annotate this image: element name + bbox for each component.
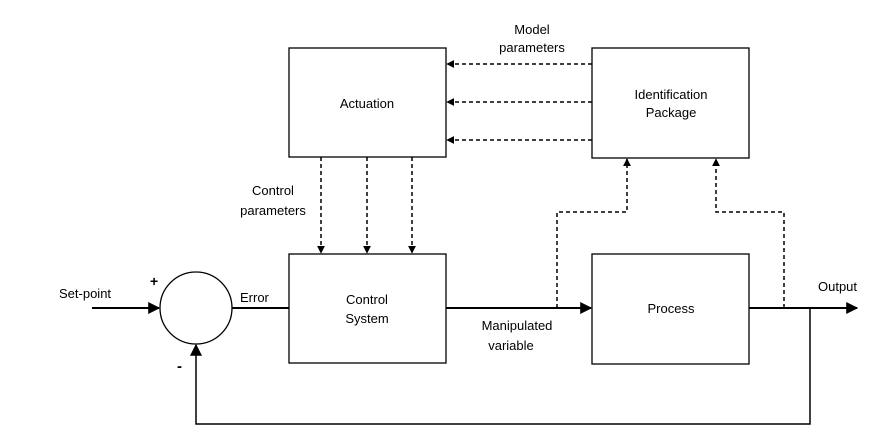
control-parameters-label-line1: Control xyxy=(252,183,294,198)
identification-label-line1: Identification xyxy=(635,87,708,102)
identification-label-line2: Package xyxy=(646,105,697,120)
feedback-arrow xyxy=(190,308,811,425)
minus-sign: - xyxy=(177,358,182,375)
control-system-block xyxy=(288,253,447,364)
control-system-label-line1: Control xyxy=(346,292,388,307)
error-label: Error xyxy=(240,290,270,305)
process-label: Process xyxy=(648,301,695,316)
process-block xyxy=(591,253,750,365)
model-parameters-label-line2: parameters xyxy=(499,40,565,55)
model-parameters-label-line1: Model xyxy=(514,22,550,37)
manipulated-variable-label-line1: Manipulated xyxy=(482,318,553,333)
summing-junction xyxy=(159,271,233,345)
control-parameters-label-line2: parameters xyxy=(240,203,306,218)
actuation-block xyxy=(288,47,447,158)
identification-package-block xyxy=(591,47,750,159)
set-point-label: Set-point xyxy=(59,286,111,301)
manipulated-variable-tap-arrow xyxy=(556,158,631,308)
manipulated-variable-label-line2: variable xyxy=(488,338,534,353)
output-tap-arrow xyxy=(712,158,785,308)
plus-sign: + xyxy=(150,273,158,289)
output-label: Output xyxy=(818,279,857,294)
control-system-label-line2: System xyxy=(345,311,388,326)
actuation-label: Actuation xyxy=(340,96,394,111)
